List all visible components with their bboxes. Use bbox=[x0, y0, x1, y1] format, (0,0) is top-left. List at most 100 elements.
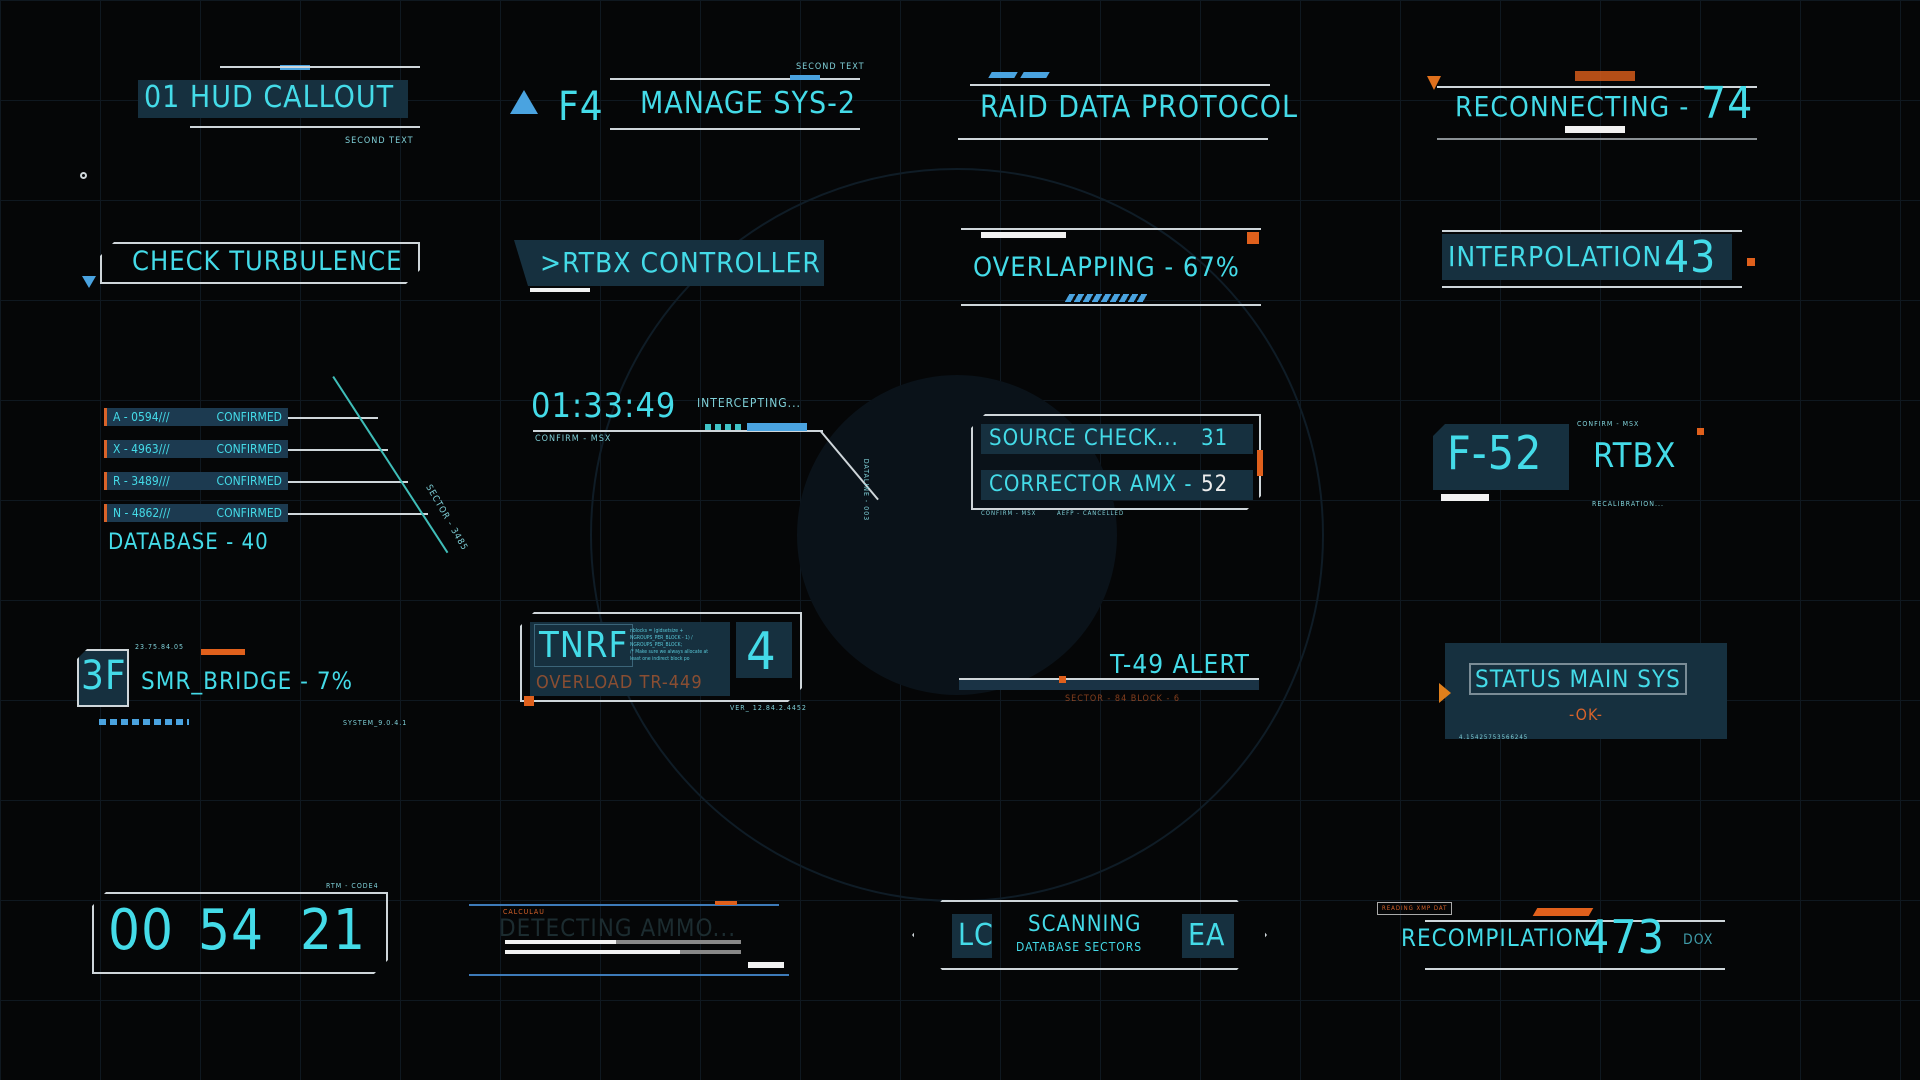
tnrf-code-block: nblocks = (gidsetsize + NGROUPS_PER_BLOC… bbox=[630, 628, 708, 663]
detecting-ammo-widget: CALCULAU DETECTING AMMO... bbox=[459, 894, 839, 984]
scanning-sub: DATABASE SECTORS bbox=[1016, 940, 1143, 954]
smr-code: 3F bbox=[81, 653, 127, 699]
overlapping-title: OVERLAPPING - 67% bbox=[973, 252, 1240, 283]
row-id: N - 4862/// bbox=[113, 506, 171, 520]
row-id: X - 4963/// bbox=[113, 442, 170, 456]
rtbx-controller-title: >RTBX CONTROLLER bbox=[540, 246, 821, 279]
tnrf-code: TNRF bbox=[534, 624, 634, 667]
ammo-title: DETECTING AMMO... bbox=[499, 914, 737, 942]
reconnecting-title: RECONNECTING - bbox=[1455, 90, 1690, 123]
ammo-bar-2 bbox=[505, 950, 741, 954]
hud-callout-title: 01 HUD CALLOUT bbox=[144, 80, 395, 115]
reconnecting-value: 74 bbox=[1701, 78, 1754, 129]
database-list: A - 0594/// CONFIRMED X - 4963/// CONFIRME… bbox=[104, 376, 469, 568]
intercept-widget: 01:33:49 INTERCEPTING... CONFIRM - MSX D… bbox=[525, 386, 879, 521]
smr-bridge-widget: 3F SMR_BRIDGE - 7% 23.75.84.05 SYSTEM_9.… bbox=[73, 637, 406, 732]
status-id: 4.15425753566245 bbox=[1459, 734, 1529, 741]
f52-confirm: CONFIRM - MSX bbox=[1577, 420, 1640, 428]
connector-dot bbox=[80, 172, 87, 179]
triangle-icon bbox=[82, 276, 96, 288]
smr-title: SMR_BRIDGE - 7% bbox=[141, 667, 354, 695]
ammo-label: CALCULAU bbox=[503, 908, 545, 916]
code-line: NGROUPS_PER_BLOCK - 1) / bbox=[630, 635, 693, 641]
smr-ip: 23.75.84.05 bbox=[135, 643, 185, 651]
f52-recal: RECALIBRATION... bbox=[1592, 500, 1664, 508]
intercept-status: INTERCEPTING... bbox=[697, 396, 801, 410]
clock-code: RTM - CODE4 bbox=[326, 882, 379, 890]
manage-key: F4 bbox=[558, 84, 604, 130]
hud-callout-sub: SECOND TEXT bbox=[345, 136, 414, 146]
list-item: N - 4862/// CONFIRMED bbox=[104, 504, 288, 522]
source-foot2: AEFP - CANCELLED bbox=[1057, 510, 1125, 517]
raid-title: RAID DATA PROTOCOL bbox=[980, 90, 1298, 125]
tnrf-digit: 4 bbox=[746, 622, 777, 682]
tnrf-version: VER_ 12.84.2.4452 bbox=[730, 704, 807, 712]
t49-alert-widget: T-49 ALERT SECTOR - 84 BLOCK - 6 bbox=[955, 650, 1265, 710]
warning-triangle-icon bbox=[1427, 76, 1441, 90]
turbulence-title: CHECK TURBULENCE bbox=[132, 246, 403, 277]
code-line: least one indirect block po bbox=[630, 656, 690, 662]
database-title: DATABASE - 40 bbox=[108, 530, 269, 555]
scanning-title: SCANNING bbox=[1028, 912, 1142, 937]
clock-hours: 00 bbox=[108, 898, 175, 963]
source-row1-value: 31 bbox=[1201, 426, 1229, 451]
status-title: STATUS MAIN SYS bbox=[1469, 663, 1687, 695]
recomp-reading: READING XMP DAT bbox=[1377, 902, 1453, 915]
triangle-icon bbox=[510, 90, 538, 114]
row-status: CONFIRMED bbox=[216, 474, 282, 488]
row-status: CONFIRMED bbox=[216, 506, 282, 520]
alert-title: T-49 ALERT bbox=[1110, 650, 1250, 680]
row-id: R - 3489/// bbox=[113, 474, 170, 488]
tnrf-widget: TNRF nblocks = (gidsetsize + NGROUPS_PER… bbox=[520, 610, 807, 715]
list-item: X - 4963/// CONFIRMED bbox=[104, 440, 288, 458]
rtbx-controller-widget: >RTBX CONTROLLER bbox=[500, 236, 830, 296]
f52-code: F-52 bbox=[1447, 426, 1543, 480]
ammo-bar-1 bbox=[505, 940, 741, 944]
f52-name: RTBX bbox=[1593, 436, 1677, 476]
source-row2-label: CORRECTOR AMX - bbox=[989, 472, 1193, 497]
overlapping-widget: OVERLAPPING - 67% bbox=[961, 224, 1271, 314]
list-item: R - 3489/// CONFIRMED bbox=[104, 472, 288, 490]
recomp-title: RECOMPILATION bbox=[1401, 924, 1591, 952]
intercept-confirm: CONFIRM - MSX bbox=[535, 434, 612, 444]
recomp-unit: DOX bbox=[1683, 932, 1714, 948]
clock-seconds: 21 bbox=[300, 898, 367, 963]
row-id: A - 0594/// bbox=[113, 410, 170, 424]
scanning-right: EA bbox=[1188, 918, 1226, 953]
database-sector: SECTOR - 3485 bbox=[423, 483, 470, 553]
interpolation-widget: INTERPOLATION 43 bbox=[1432, 224, 1757, 296]
check-turbulence-widget: CHECK TURBULENCE bbox=[80, 232, 425, 294]
intercept-time: 01:33:49 bbox=[531, 386, 677, 426]
recomp-value: 473 bbox=[1583, 910, 1665, 964]
code-line: /* Make sure we always allocate at bbox=[630, 649, 709, 655]
intercept-side: DATALINE - 003 bbox=[862, 458, 871, 522]
manage-sys-widget: F4 MANAGE SYS-2 SECOND TEXT bbox=[500, 62, 870, 142]
source-foot1: CONFIRM - MSX bbox=[981, 510, 1037, 517]
list-item: A - 0594/// CONFIRMED bbox=[104, 408, 288, 426]
scanning-left: LC bbox=[958, 918, 994, 953]
clock-widget: 00 54 21 RTM - CODE4 bbox=[86, 882, 396, 984]
source-row1-label: SOURCE CHECK... bbox=[989, 426, 1179, 451]
row-status: CONFIRMED bbox=[216, 410, 282, 424]
manage-sub: SECOND TEXT bbox=[796, 62, 865, 72]
status-main-widget: STATUS MAIN SYS -OK- 4.15425753566245 bbox=[1439, 643, 1727, 743]
smr-system: SYSTEM_9.0.4.1 bbox=[343, 719, 408, 727]
code-line: NGROUPS_PER_BLOCK; bbox=[630, 642, 683, 648]
raid-protocol-widget: RAID DATA PROTOCOL bbox=[950, 66, 1297, 146]
code-line: nblocks = (gidsetsize + bbox=[630, 628, 684, 634]
play-triangle-icon bbox=[1439, 683, 1451, 703]
source-check-widget: SOURCE CHECK... 31 CORRECTOR AMX - 52 CO… bbox=[967, 414, 1267, 519]
status-ok: -OK- bbox=[1569, 705, 1603, 724]
clock-minutes: 54 bbox=[198, 898, 265, 963]
manage-title: MANAGE SYS-2 bbox=[640, 86, 857, 121]
reconnecting-widget: RECONNECTING - 74 bbox=[1425, 66, 1775, 146]
source-row2-value: 52 bbox=[1201, 472, 1229, 497]
hud-callout-widget: 01 HUD CALLOUT SECOND TEXT bbox=[130, 62, 420, 152]
interpolation-title: INTERPOLATION bbox=[1448, 240, 1663, 273]
f52-widget: F-52 RTBX CONFIRM - MSX RECALIBRATION... bbox=[1427, 420, 1732, 520]
tnrf-overload: OVERLOAD TR-449 bbox=[536, 672, 703, 693]
alert-sector: SECTOR - 84 BLOCK - 6 bbox=[1065, 694, 1181, 704]
scanning-widget: LC SCANNING DATABASE SECTORS EA bbox=[912, 894, 1267, 976]
recompilation-widget: READING XMP DAT RECOMPILATION 473 DOX bbox=[1365, 886, 1740, 978]
row-status: CONFIRMED bbox=[216, 442, 282, 456]
